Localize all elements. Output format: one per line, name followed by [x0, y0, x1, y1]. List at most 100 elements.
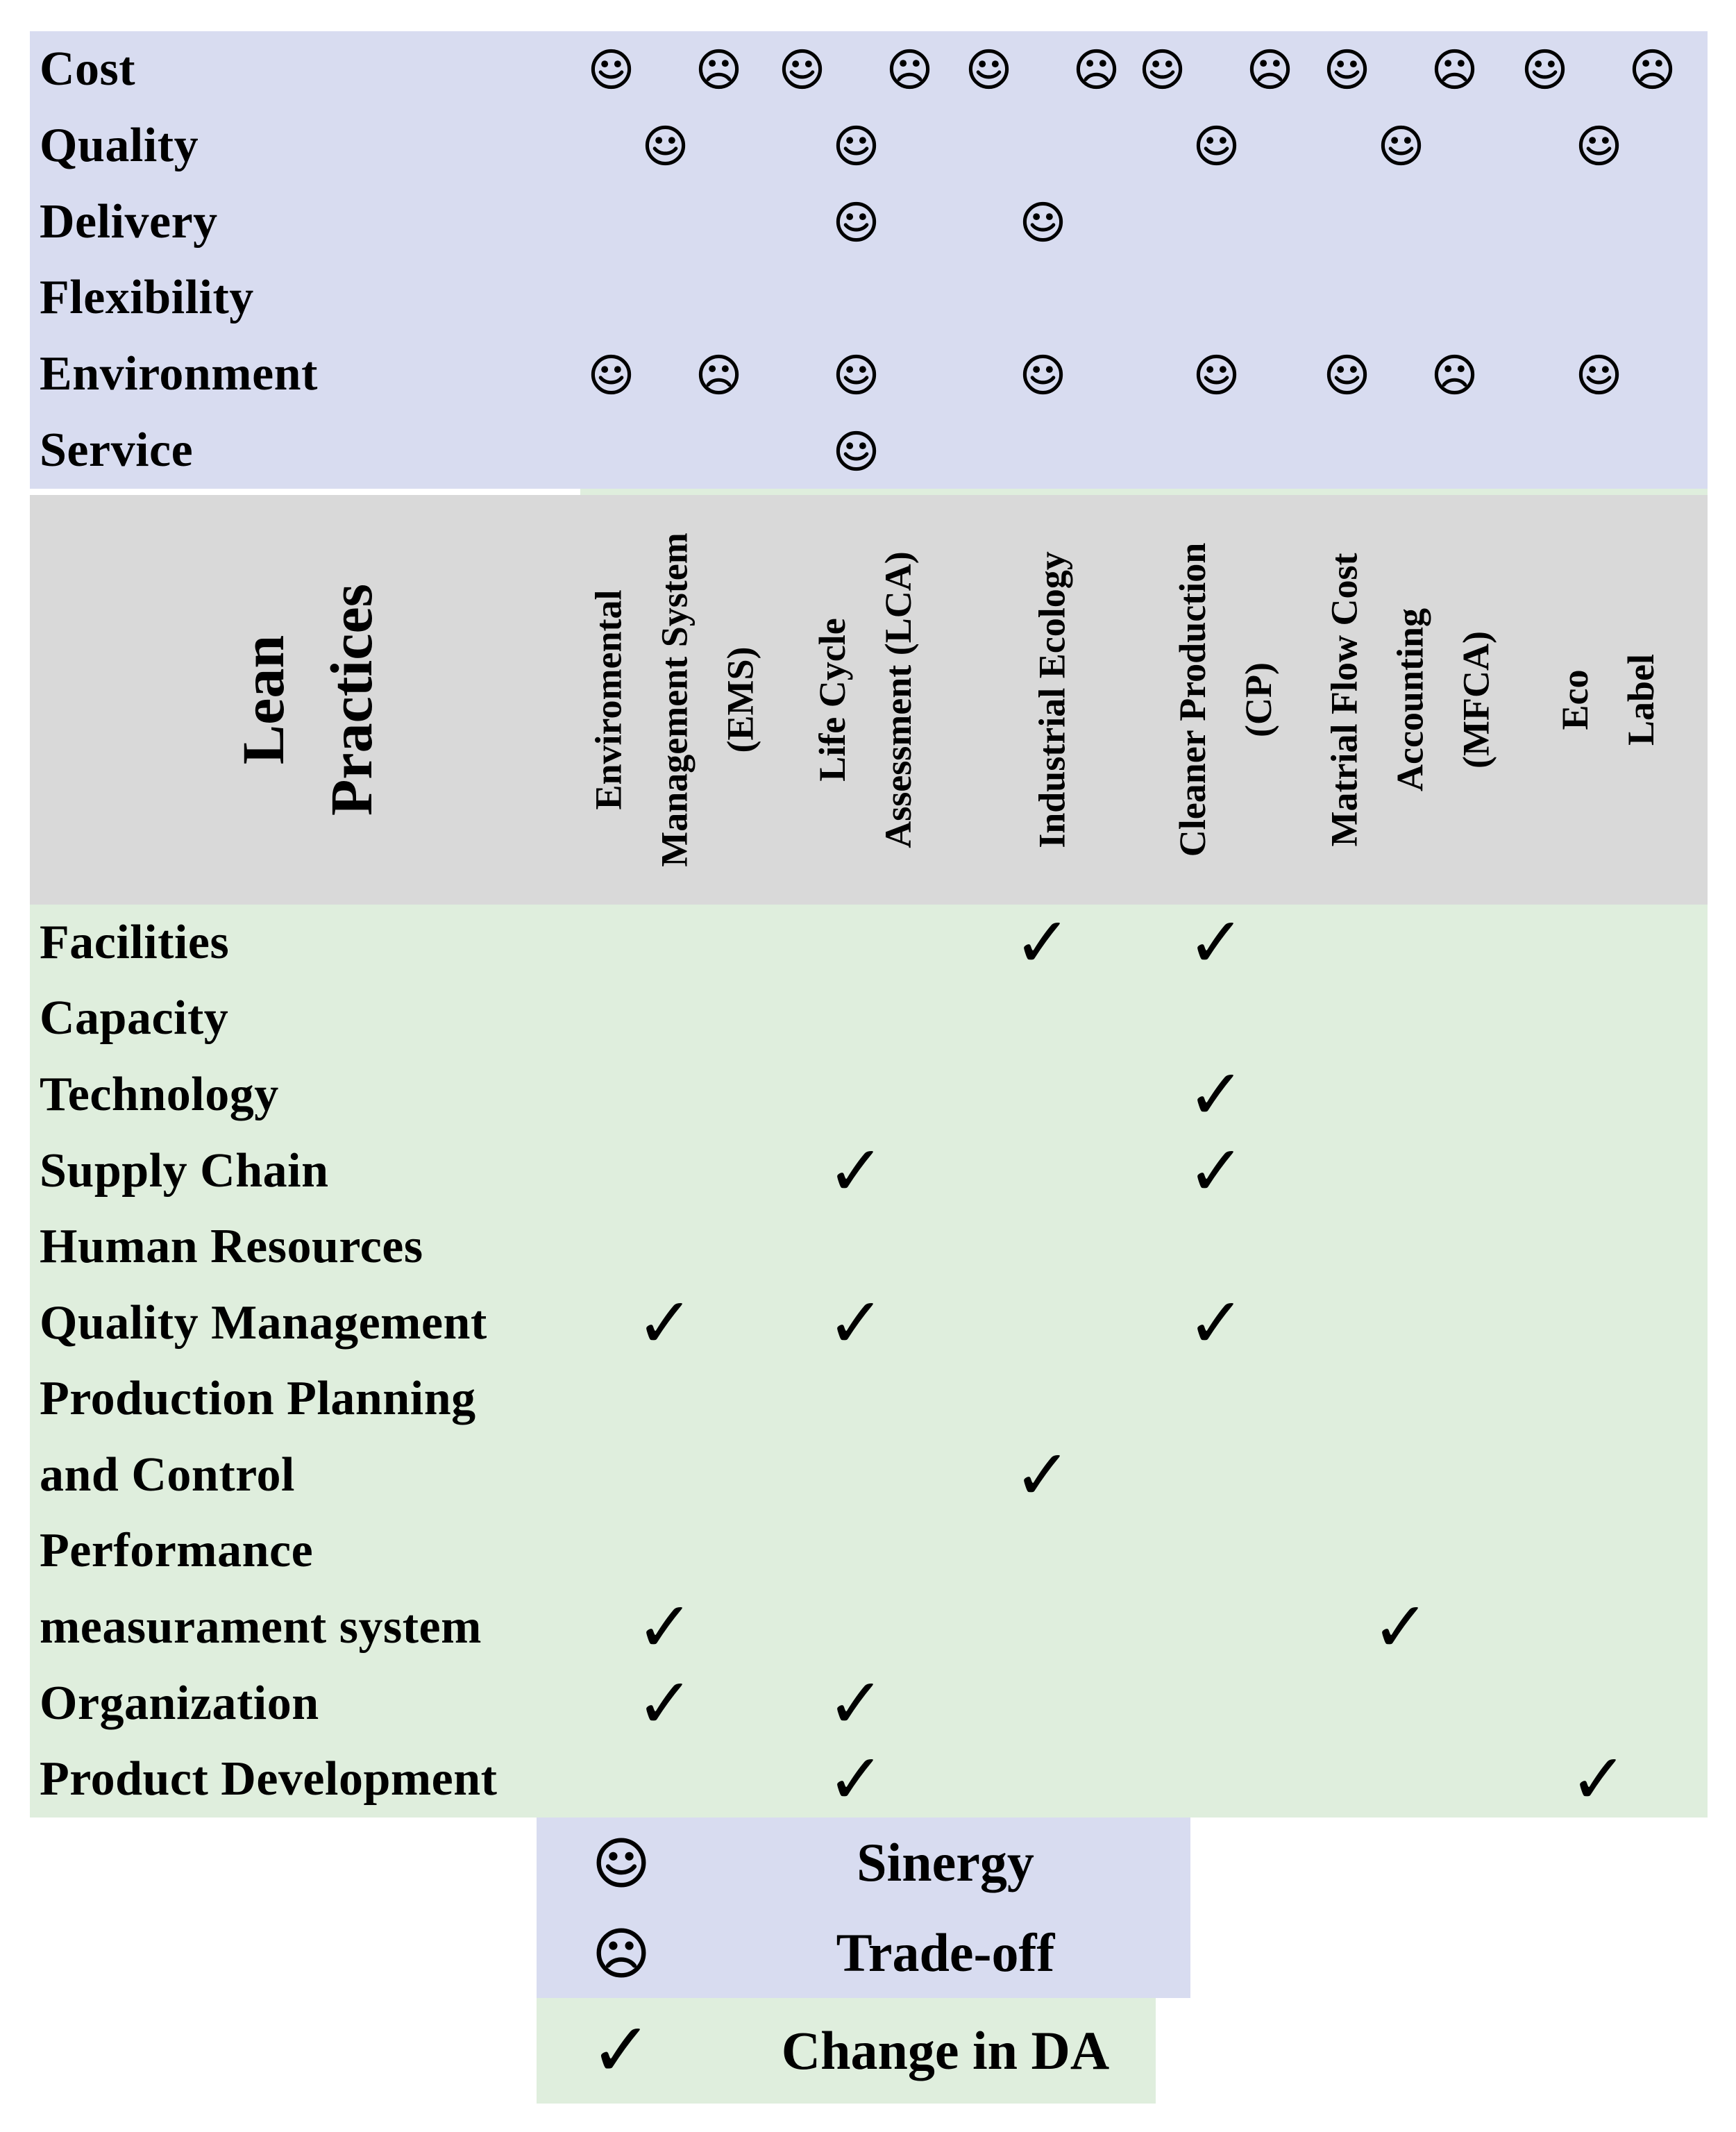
check-icon: ✓ [827, 1282, 885, 1363]
performance-criterion-label: Environment [40, 347, 318, 401]
mark-cell-ie [959, 336, 1126, 412]
practice-row: Organization ✓ ✓ [30, 1665, 1708, 1742]
practice-label: Product Development [40, 1752, 498, 1806]
smiley-icon [1578, 126, 1619, 166]
performance-criterion-label: Flexibility [40, 271, 254, 325]
practice-row: measurament system✓✓ [30, 1589, 1708, 1665]
mark-cell-ems: ✓ [582, 1285, 748, 1361]
legend-change-in-da: ✓Change in DA [537, 1998, 1156, 2104]
legend-label: Change in DA [781, 2020, 1110, 2081]
mark-cell-ems: ✓ [582, 1665, 748, 1742]
performance-row: Delivery [30, 184, 1708, 260]
mark-cell-ems [582, 336, 748, 412]
mark-cell-cp [1133, 31, 1299, 108]
practice-row: Technology✓ [30, 1057, 1708, 1133]
smiley-icon [836, 126, 876, 166]
practice-label: Capacity [40, 991, 229, 1046]
mark-cell-lca: ✓ [773, 1665, 939, 1742]
mark-cell-cp [1133, 336, 1299, 412]
check-icon: ✓ [1187, 1130, 1245, 1211]
check-icon: ✓ [827, 1662, 885, 1744]
practice-label: Supply Chain [40, 1143, 329, 1198]
smiley-icon [836, 430, 876, 471]
legend-label: Sinergy [857, 1832, 1034, 1892]
mark-cell-lca [773, 31, 939, 108]
mark-cell-eco [1515, 108, 1682, 184]
smiley-icon [645, 126, 685, 166]
mark-cell-lca [773, 412, 939, 489]
performance-criterion-label: Cost [40, 42, 136, 96]
practice-row: Performance [30, 1513, 1708, 1590]
performance-row: Cost [30, 31, 1708, 108]
frowny-icon [889, 49, 930, 90]
performance-row: Environment [30, 336, 1708, 412]
smiley-icon [1022, 201, 1063, 242]
column-header-mfca: Matrial Flow Cost Accounting (MFCA) [1323, 553, 1497, 847]
mark-cell-lca: ✓ [773, 1285, 939, 1361]
column-header-lca: Life Cycle Assessment (LCA) [811, 551, 919, 848]
mark-cell-ie [959, 184, 1126, 260]
practice-label: Quality Management [40, 1295, 487, 1350]
column-header-eco: Eco Label [1554, 653, 1662, 746]
practice-label: Facilities [40, 915, 230, 969]
practice-row: Facilities✓✓ [30, 905, 1708, 981]
mark-cell-lca [773, 336, 939, 412]
practice-label: Organization [40, 1676, 319, 1730]
mark-cell-mfca [1317, 336, 1484, 412]
mark-cell-mfca: ✓ [1317, 1589, 1484, 1665]
practice-label: Technology [40, 1067, 279, 1121]
mark-cell-lca [773, 108, 939, 184]
smiley-icon [1142, 49, 1183, 90]
mark-cell-eco [1515, 31, 1682, 108]
smiley-icon [782, 49, 823, 90]
check-icon: ✓ [636, 1662, 694, 1744]
smiley-icon [1022, 354, 1063, 394]
smiley-icon [836, 354, 876, 394]
mark-cell-mfca [1317, 31, 1484, 108]
mark-cell-cp [1133, 108, 1299, 184]
practice-label: Performance [40, 1524, 314, 1578]
tools-header-panel: Lean Practices Enviromental Management S… [30, 495, 1708, 905]
performance-criterion-label: Delivery [40, 194, 218, 249]
smiley-icon [1381, 126, 1421, 166]
mark-cell-eco [1515, 336, 1682, 412]
smiley-icon [1326, 49, 1367, 90]
practice-row: Capacity [30, 981, 1708, 1057]
check-icon: ✓ [1569, 1738, 1628, 1820]
frowny-icon [1249, 49, 1290, 90]
mark-cell-ie: ✓ [959, 905, 1126, 981]
smiley-icon [1524, 49, 1565, 90]
frowny-icon [1434, 49, 1475, 90]
check-icon: ✓ [1187, 1053, 1245, 1135]
check-icon: ✓ [1013, 901, 1072, 983]
check-icon: ✓ [1187, 1282, 1245, 1363]
mark-cell-ems [582, 31, 748, 108]
performance-criterion-label: Quality [40, 118, 199, 172]
mark-cell-lca [773, 184, 939, 260]
performance-row: Service [30, 412, 1708, 489]
frowny-icon [1434, 354, 1475, 394]
practice-row: Product Development✓✓ [30, 1741, 1708, 1818]
check-icon: ✓ [1187, 901, 1245, 983]
mark-cell-ems [582, 108, 748, 184]
lean-practices-title: Lean Practices [230, 583, 385, 816]
frowny-icon [698, 49, 739, 90]
mark-cell-cp: ✓ [1133, 1285, 1299, 1361]
mark-cell-lca: ✓ [773, 1133, 939, 1209]
performance-criterion-label: Service [40, 423, 194, 478]
practice-label: and Control [40, 1447, 295, 1502]
practice-label: Human Resources [40, 1220, 423, 1274]
smiley-icon [591, 354, 632, 394]
check-icon: ✓ [636, 1282, 694, 1363]
legend-row: ✓Change in DA [537, 1998, 1156, 2104]
frowny-icon [1632, 49, 1673, 90]
performance-row: Quality [30, 108, 1708, 184]
check-icon: ✓ [827, 1130, 885, 1211]
frowny-icon [698, 354, 739, 394]
practice-row: Supply Chain ✓ ✓ [30, 1133, 1708, 1209]
legend-row: Trade-off [537, 1908, 1190, 1998]
mark-cell-eco: ✓ [1515, 1741, 1682, 1818]
